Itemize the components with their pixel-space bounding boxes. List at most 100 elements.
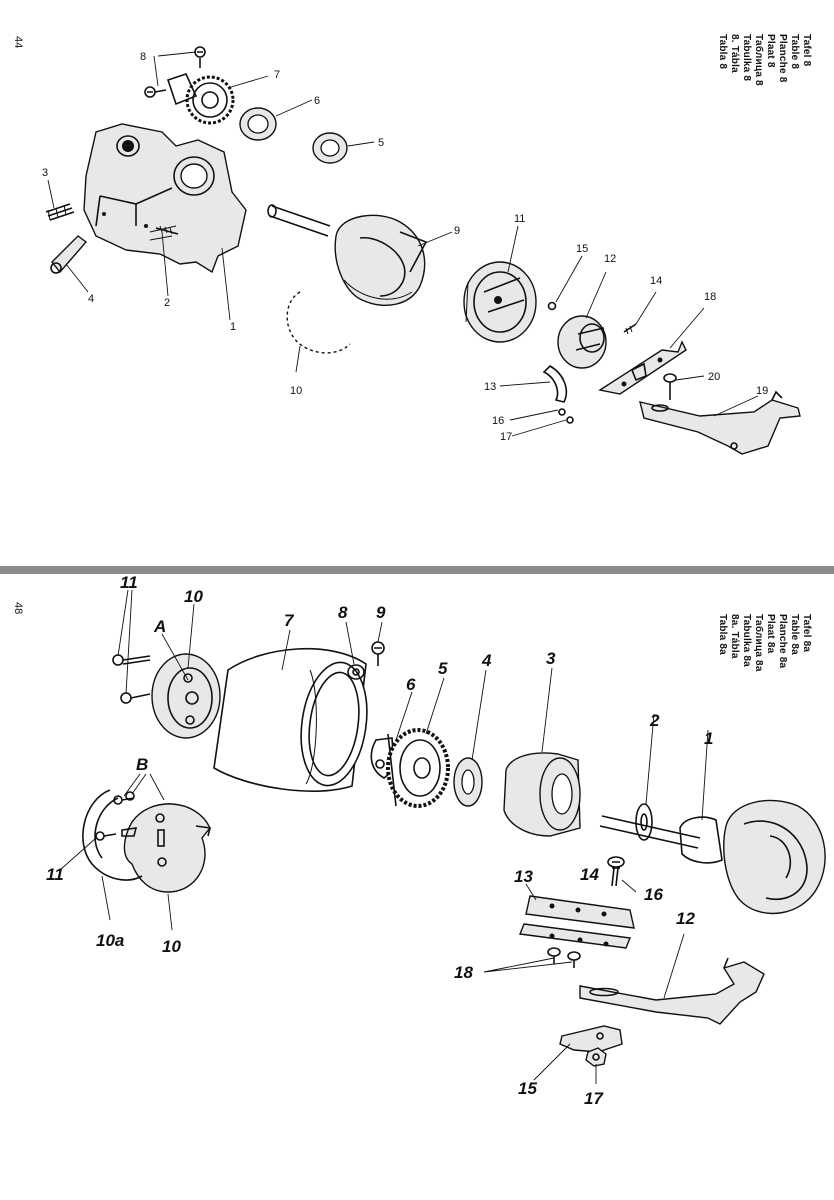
part-10-ring	[286, 291, 351, 354]
callout-label: 13	[514, 867, 533, 886]
callout-label: 14	[580, 865, 599, 884]
plate-title: Tabla 8a	[717, 614, 728, 655]
part-5-washer	[312, 132, 348, 164]
plate-title: Plaat 8	[765, 34, 776, 68]
callout-label: 5	[438, 659, 448, 678]
part-10-end-plate-lower	[123, 803, 211, 893]
exploded-diagram-bottom: 11 10 7 8 9 6 5 4 3 2 1 A B 11 10a 10 13…	[46, 574, 826, 1108]
part-17-nut	[585, 1047, 607, 1067]
part-12-bobbin	[557, 315, 607, 369]
part-1-housing	[83, 123, 247, 274]
callout-label: 3	[546, 649, 556, 668]
callout-label: 15	[518, 1079, 537, 1098]
exploded-diagram-top: 1 2 3 4 5 6 7 8 9 10 11 12 13 14 15 16 1…	[42, 46, 801, 455]
callout-label: 9	[454, 225, 460, 237]
plate-title: Table 8a	[789, 614, 800, 655]
callout-label: A	[153, 617, 166, 636]
part-2-pin	[155, 225, 179, 235]
plate-title: Tabulka 8a	[741, 614, 752, 667]
part-12-arm	[579, 957, 765, 1025]
part-10a-retaining-ring	[82, 789, 143, 881]
callout-label: 18	[454, 963, 473, 982]
plate-page-bottom: 4 8 Tafel 8a Table 8a Planche 8a Plaat 8a…	[0, 574, 834, 1200]
leader-lines-bottom	[59, 589, 709, 1084]
part-13-bracket-plate	[519, 895, 635, 949]
callout-label: 3	[42, 167, 48, 179]
callout-label: 12	[604, 253, 616, 265]
callout-label: 6	[314, 95, 320, 107]
part-18-screws	[547, 947, 581, 968]
callout-label: 8	[338, 603, 348, 622]
plate-title: Table 8	[789, 34, 800, 70]
callout-label: 15	[576, 243, 588, 255]
callout-label: 7	[274, 69, 280, 81]
callout-label: B	[136, 755, 148, 774]
callout-label: 19	[756, 385, 768, 397]
callout-label: 16	[492, 415, 504, 427]
callout-label: 1	[704, 729, 713, 748]
part-4-pin	[50, 235, 88, 274]
plate-title: Planche 8a	[777, 614, 788, 669]
callout-label: 6	[406, 675, 416, 694]
callout-label: 17	[584, 1089, 604, 1108]
part-19-bracket	[639, 390, 801, 455]
part-14-screw	[623, 323, 637, 335]
part-11-screws-lower	[95, 791, 135, 841]
callout-label: 8	[140, 51, 146, 63]
page-divider	[0, 566, 834, 574]
callout-label: 10a	[96, 931, 124, 950]
callout-label: 13	[484, 381, 496, 393]
part-18-plate	[598, 340, 687, 395]
callout-label: 16	[644, 885, 663, 904]
part-5-gear	[386, 728, 450, 808]
part-11-bobbin-case	[463, 261, 537, 343]
callout-label: 9	[376, 603, 386, 622]
callout-label: 4	[88, 293, 94, 305]
part-6-washer	[239, 107, 277, 141]
leader-lines-top	[47, 51, 759, 437]
plate-title: 8a. Tábla	[729, 614, 740, 659]
part-15-clip	[559, 1025, 623, 1053]
part-3-spring	[45, 203, 75, 221]
part-7-tube	[213, 647, 368, 792]
callout-label: 11	[120, 574, 138, 592]
part-20-screw	[663, 373, 677, 400]
plate-title: Tafel 8	[801, 34, 812, 67]
callout-label: 20	[708, 371, 720, 383]
part-7-gear	[166, 73, 235, 125]
part-10-end-plate	[151, 653, 221, 739]
part-8-washer	[347, 664, 365, 680]
plate-title-list: Tafel 8a Table 8a Planche 8a Plaat 8a Та…	[716, 614, 812, 672]
part-4-washer	[453, 757, 483, 807]
callout-label: 10	[184, 587, 203, 606]
plate-title: Tabla 8	[717, 34, 728, 70]
callout-label: 10	[290, 385, 302, 397]
plate-title: Plaat 8a	[765, 614, 776, 654]
part-1-hook	[599, 799, 826, 915]
callout-label: 11	[514, 213, 525, 225]
part-2-washer	[635, 803, 653, 841]
plate-title: Таблица 8	[753, 34, 764, 86]
callout-label: 5	[378, 137, 384, 149]
part-17-nut	[566, 416, 574, 424]
part-14-screw	[607, 856, 625, 887]
part-15-ring	[547, 301, 557, 311]
plate-title: Tabulka 8	[741, 34, 752, 82]
callout-label: 1	[230, 321, 236, 333]
part-13-clip	[542, 365, 568, 403]
callout-label: 7	[284, 611, 295, 630]
callout-label: 17	[500, 431, 512, 443]
callout-label: 2	[649, 711, 660, 730]
callout-label: 14	[650, 275, 662, 287]
callout-label: 11	[46, 865, 64, 884]
plate-page-top: 44 Tafel 8 Table 8 Planche 8 Plaat 8 Таб…	[0, 0, 834, 566]
plate-title-list: Tafel 8 Table 8 Planche 8 Plaat 8 Таблиц…	[716, 34, 812, 86]
plate-title: Таблица 8a	[753, 614, 764, 672]
part-11-screws	[112, 654, 151, 704]
part-9-screw	[371, 641, 385, 666]
callout-label: 10	[162, 937, 181, 956]
plate-title: Tafel 8a	[801, 614, 812, 653]
callout-label: 2	[164, 297, 170, 309]
callout-label: 4	[481, 651, 492, 670]
callout-label: 12	[676, 909, 695, 928]
